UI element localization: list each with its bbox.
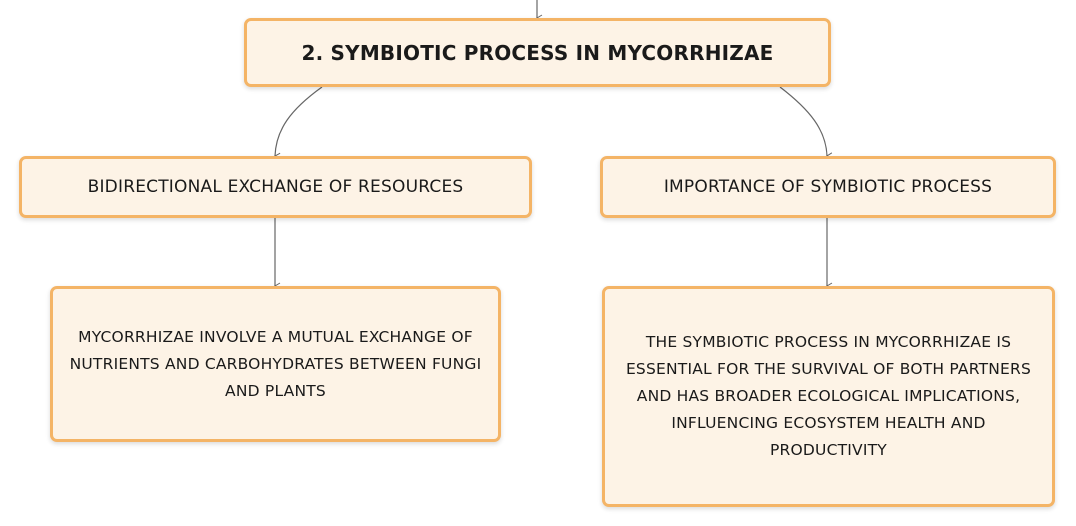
connector-root-to-left (274, 86, 323, 160)
detail-node-ecological-importance[interactable]: THE SYMBIOTIC PROCESS IN MYCORRHIZAE IS … (602, 286, 1055, 507)
branch-node-importance[interactable]: IMPORTANCE OF SYMBIOTIC PROCESS (600, 156, 1056, 218)
root-node-label: 2. SYMBIOTIC PROCESS IN MYCORRHIZAE (301, 40, 774, 65)
branch-node-label: BIDIRECTIONAL EXCHANGE OF RESOURCES (87, 177, 464, 197)
branch-node-bidirectional-exchange[interactable]: BIDIRECTIONAL EXCHANGE OF RESOURCES (19, 156, 532, 218)
connector-root-to-right (779, 86, 833, 160)
root-node[interactable]: 2. SYMBIOTIC PROCESS IN MYCORRHIZAE (244, 18, 831, 87)
detail-node-text: MYCORRHIZAE INVOLVE A MUTUAL EXCHANGE OF… (69, 327, 482, 400)
detail-node-text: THE SYMBIOTIC PROCESS IN MYCORRHIZAE IS … (625, 333, 1032, 459)
detail-node-mutual-exchange[interactable]: MYCORRHIZAE INVOLVE A MUTUAL EXCHANGE OF… (50, 286, 501, 442)
branch-node-label: IMPORTANCE OF SYMBIOTIC PROCESS (663, 177, 993, 197)
